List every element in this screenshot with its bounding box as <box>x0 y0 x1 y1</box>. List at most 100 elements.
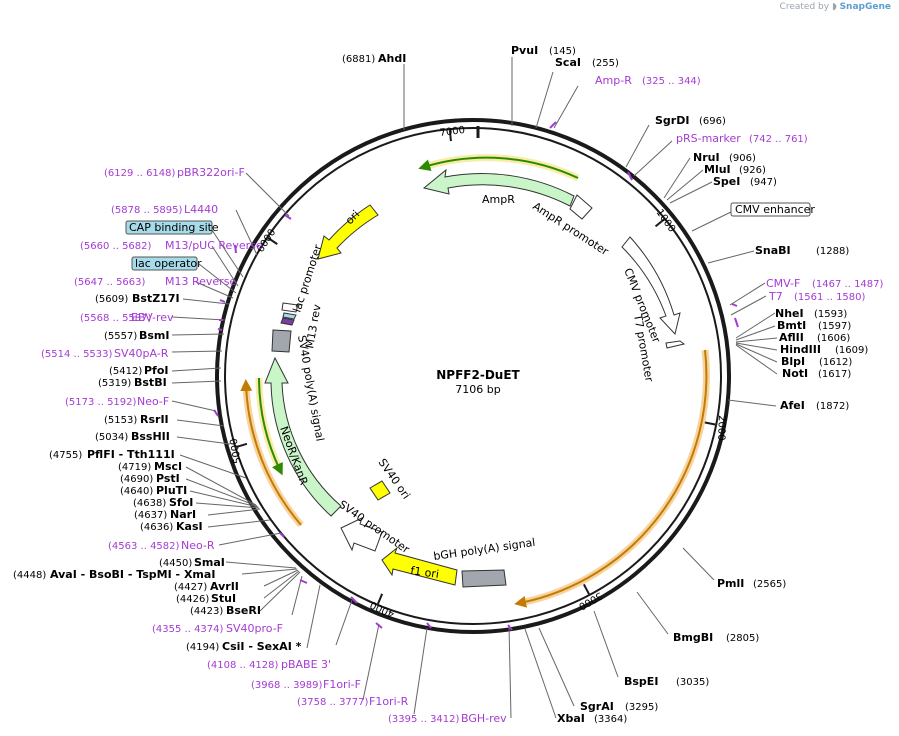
site-position: (1288) <box>816 246 849 257</box>
site-position: (1617) <box>818 369 851 380</box>
site-name: HindIII <box>780 343 821 356</box>
neor-label: NeoR/KanR <box>277 425 310 488</box>
primer-range: (1467 .. 1487) <box>812 279 884 290</box>
primer-range: (4355 .. 4374) <box>152 624 224 635</box>
site-position: (5609) <box>95 294 128 305</box>
site-name: PvuI <box>511 44 538 57</box>
site-name: AvrII <box>210 580 239 593</box>
site-position: (1597) <box>818 321 851 332</box>
cmv-enhancer-label: CMV enhancer <box>735 203 815 216</box>
site-name: MscI <box>154 460 182 473</box>
lac-operator-box: lac operator <box>131 256 202 271</box>
scale-tick <box>376 593 384 605</box>
primer-range: (742 .. 761) <box>749 134 808 145</box>
scale-tick-label: 5000 <box>229 437 244 464</box>
site-name: SnaBI <box>755 244 791 257</box>
site-position: (2805) <box>726 633 759 644</box>
site-position: (1606) <box>817 333 850 344</box>
scale-tick-label: 3000 <box>576 589 604 611</box>
feature-sv40-promoter: SV40 promoter <box>336 498 412 557</box>
cmv-enhancer-box: CMV enhancer <box>730 202 815 217</box>
site-position: (5034) <box>95 432 128 443</box>
site-position: (4719) <box>118 462 151 473</box>
primer-range: (4563 .. 4582) <box>108 541 180 552</box>
site-name: AflII <box>779 331 804 344</box>
primer-range: (5568 .. 5587) <box>80 313 152 324</box>
feature-orf-highlight-green <box>418 154 580 182</box>
sv40-polya-label: SV40 poly(A) signal <box>295 334 326 442</box>
credit-brand: SnapGene <box>839 2 891 12</box>
site-position: (5319) <box>98 378 131 389</box>
site-name: KasI <box>176 520 203 533</box>
site-position: (1612) <box>819 357 852 368</box>
plasmid-name: NPFF2-DuET <box>436 368 520 382</box>
site-position: (5557) <box>104 331 137 342</box>
primer-name: Amp-R <box>595 74 632 87</box>
site-position: (1872) <box>816 401 849 412</box>
site-name: BmtI <box>777 319 806 332</box>
plasmid-length: 7106 bp <box>455 383 500 396</box>
cap-binding-site-box: CAP binding site <box>125 220 219 235</box>
primer-range: (5514 .. 5533) <box>41 349 113 360</box>
backbone <box>215 118 731 634</box>
site-name: PmlI <box>717 577 744 590</box>
feature-orf-highlight-orange-left <box>240 379 304 528</box>
site-position: (3035) <box>676 677 709 688</box>
primer-labels: (325 .. 344)Amp-R(742 .. 761)pRS-marker(… <box>41 74 884 725</box>
site-name: AfeI <box>780 399 805 412</box>
site-position: (145) <box>549 46 576 57</box>
credit-text: Created by ◗ SnapGene <box>780 2 891 12</box>
site-position: (926) <box>739 165 766 176</box>
site-name: AhdI <box>378 52 406 65</box>
site-name: BssHII <box>131 430 170 443</box>
primer-name: Neo-F <box>137 395 169 408</box>
primer-name: F1ori-F <box>323 678 361 691</box>
site-name: CsiI - SexAI * <box>222 640 302 653</box>
site-name: PluTI <box>156 484 187 497</box>
primer-range: (3968 .. 3989) <box>251 680 323 691</box>
primer-name: T7 <box>768 290 783 303</box>
scale-tick <box>654 218 665 228</box>
site-position: (4640) <box>120 486 153 497</box>
lac-operator-label: lac operator <box>135 257 202 270</box>
site-name: SfoI <box>169 496 193 509</box>
primer-range: (325 .. 344) <box>642 76 701 87</box>
site-position: (4427) <box>174 582 207 593</box>
site-name: NotI <box>782 367 808 380</box>
scale-tick <box>704 421 716 426</box>
site-name: ScaI <box>555 56 581 69</box>
site-position: (4426) <box>176 594 209 605</box>
primer-range: (6129 .. 6148) <box>104 168 176 179</box>
label-leader-lines <box>171 57 778 719</box>
site-position: (3295) <box>625 702 658 713</box>
primer-name: L4440 <box>184 203 218 216</box>
feature-ampr: AmpR <box>422 168 575 207</box>
primer-range: (5660 .. 5682) <box>80 241 152 252</box>
scale-tick-label: 1000 <box>654 207 678 234</box>
site-name: SgrAI <box>580 700 614 713</box>
site-name: BsmI <box>139 329 170 342</box>
primer-range: (4108 .. 4128) <box>207 660 279 671</box>
primer-name: SV40pro-F <box>226 622 283 635</box>
site-position: (696) <box>699 116 726 127</box>
site-position: (3364) <box>594 714 627 725</box>
site-position: (4448) <box>13 570 46 581</box>
scale-tick-label: 7000 <box>439 125 466 139</box>
site-position: (4194) <box>186 642 219 653</box>
site-name: BstBI <box>134 376 167 389</box>
primer-name: M13/pUC Reverse <box>165 239 263 252</box>
site-name: PflFI - Tth111I <box>87 448 175 461</box>
site-name: NheI <box>775 307 804 320</box>
f1-ori-label: f1 ori <box>410 564 440 581</box>
site-name: XbaI <box>557 712 585 725</box>
m13-rev-label: M13 rev <box>303 303 324 350</box>
primer-name: M13 Reverse <box>165 275 236 288</box>
credit-prefix: Created by <box>779 2 830 12</box>
primer-name: pBR322ori-F <box>177 166 245 179</box>
scale-tick <box>236 442 248 448</box>
site-name: AvaI - BsoBI - TspMI - XmaI <box>50 568 215 581</box>
primer-marks <box>213 121 739 631</box>
site-name: MluI <box>704 163 731 176</box>
site-position: (5412) <box>109 366 142 377</box>
cap-binding-site-label: CAP binding site <box>129 221 219 234</box>
